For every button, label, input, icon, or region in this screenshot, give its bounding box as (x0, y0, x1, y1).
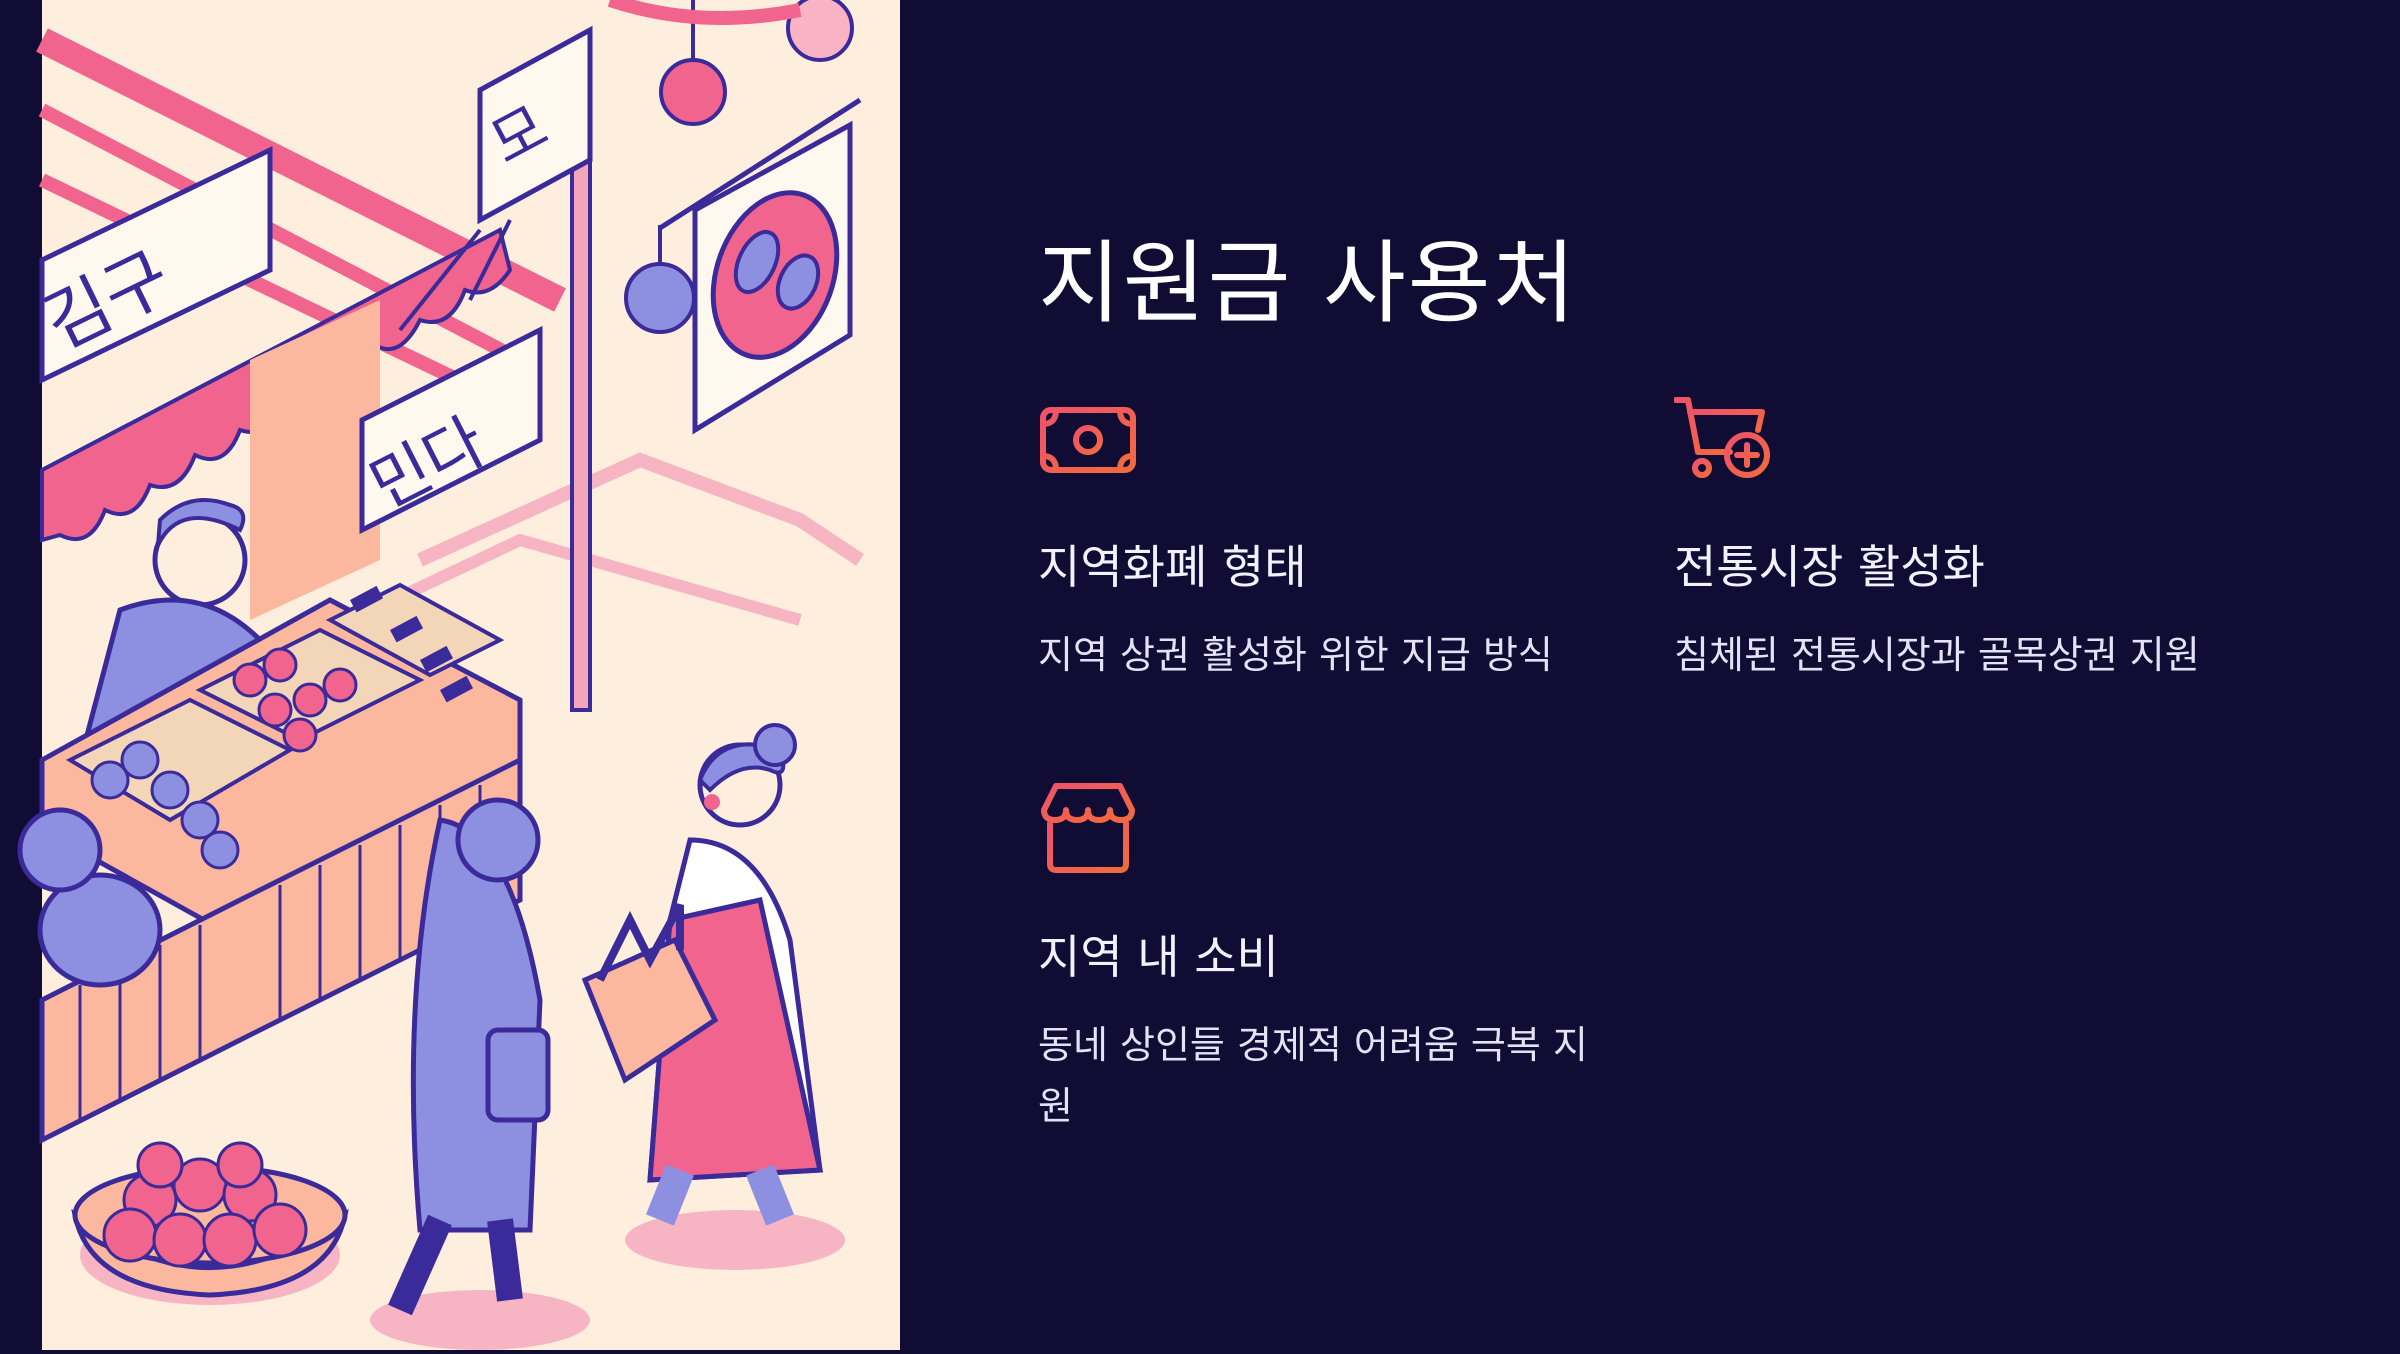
storefront-icon (1038, 780, 1618, 880)
market-illustration: 김구 모 민다 (0, 0, 900, 1350)
card-title: 지역 내 소비 (1038, 930, 1279, 984)
content-panel: 지원금 사용처 지역화폐 형태 지역 상권 활성화 위한 지급 방식 (900, 0, 2400, 1350)
card-traditional-market: 전통시장 활성화 침체된 전통시장과 골목상권 지원 (1674, 390, 2254, 686)
banknote-icon (1038, 390, 1618, 490)
card-local-currency: 지역화폐 형태 지역 상권 활성화 위한 지급 방식 (1038, 390, 1618, 686)
card-title: 전통시장 활성화 (1674, 540, 1985, 594)
card-title: 지역화폐 형태 (1038, 540, 1307, 594)
card-description: 지역 상권 활성화 위한 지급 방식 (1038, 633, 1553, 678)
shopping-cart-plus-icon (1674, 390, 2254, 490)
slide-title: 지원금 사용처 (1038, 231, 1578, 336)
card-local-spending: 지역 내 소비 동네 상인들 경제적 어려움 극복 지원 (1038, 780, 1618, 1137)
card-description: 침체된 전통시장과 골목상권 지원 (1674, 633, 2200, 678)
card-description: 동네 상인들 경제적 어려움 극복 지원 (1038, 1023, 1588, 1128)
